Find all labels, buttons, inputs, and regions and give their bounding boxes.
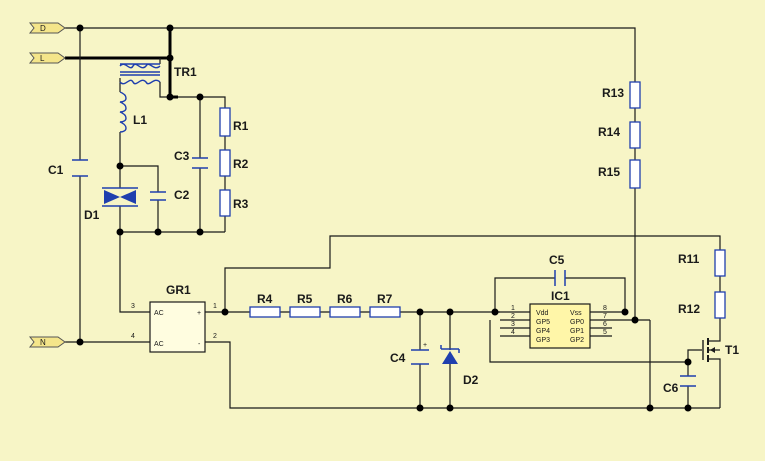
- ic1-pin-vdd: Vdd: [536, 310, 549, 317]
- c6-label: C6: [663, 381, 679, 395]
- terminal-d[interactable]: D: [28, 22, 66, 34]
- resistor-r11: [714, 249, 726, 277]
- capacitor-c1: [72, 159, 88, 177]
- terminal-d-label: D: [40, 24, 46, 33]
- wire-l-rail: [65, 56, 178, 99]
- capacitor-c3: [192, 157, 208, 169]
- l1-label: L1: [133, 113, 147, 127]
- ic1-pin-num-1: 1: [511, 305, 515, 312]
- ic1-pin-gp0: GP0: [570, 319, 584, 326]
- c3-label: C3: [174, 149, 190, 163]
- resistor-r7: [369, 306, 401, 318]
- resistor-r2: [219, 149, 231, 177]
- ic1-pin-num-8: 8: [603, 305, 607, 312]
- wire-ic-left-pins: [500, 319, 530, 337]
- wire-tr1-out: [178, 96, 226, 108]
- microcontroller-ic1: Vdd GP5 GP4 GP3 Vss GP0 GP1 GP2 1 2 3 4 …: [511, 303, 607, 349]
- ic1-pin-num-2: 2: [511, 313, 515, 320]
- wire-d1-to-gr1: [119, 206, 150, 313]
- capacitor-c2: [150, 191, 166, 201]
- gr1-pin4: 4: [131, 333, 135, 340]
- resistor-r3: [219, 189, 231, 217]
- r11-label: R11: [678, 252, 700, 266]
- d1-label: D1: [84, 208, 100, 222]
- t1-label: T1: [725, 343, 739, 357]
- mosfet-t1: [702, 332, 721, 368]
- gr1-ac-top: AC: [154, 310, 164, 317]
- resistor-r4: [249, 306, 281, 318]
- capacitor-c4: +: [411, 342, 429, 365]
- wire-ic-right-pins: [590, 311, 650, 337]
- c4-label: C4: [390, 351, 406, 365]
- ic1-pin-num-3: 3: [511, 321, 515, 328]
- gr1-plus: +: [197, 310, 201, 317]
- ic1-pin-num-5: 5: [603, 329, 607, 336]
- diac-d1: [102, 187, 138, 207]
- ic1-pin-gp2: GP2: [570, 337, 584, 344]
- gr1-ac-bottom: AC: [154, 341, 164, 348]
- ic1-pin-num-7: 7: [603, 313, 607, 320]
- gr1-pin2: 2: [213, 333, 217, 340]
- capacitor-c5: [554, 270, 566, 286]
- r15-label: R15: [598, 165, 620, 179]
- c1-label: C1: [48, 163, 64, 177]
- terminal-n[interactable]: N: [28, 336, 66, 348]
- ic1-pin-num-6: 6: [603, 321, 607, 328]
- ic1-label: IC1: [551, 289, 570, 303]
- r5-label: R5: [297, 292, 313, 306]
- wire-bottom-rail: [205, 341, 720, 409]
- ic1-pin-gp3: GP3: [536, 337, 550, 344]
- terminal-n-label: N: [40, 338, 46, 347]
- ic1-pin-num-4: 4: [511, 329, 515, 336]
- resistor-r14: [629, 121, 641, 149]
- tr1-label: TR1: [174, 65, 197, 79]
- bridge-rectifier-gr1: AC AC + - 1 2 3 4: [131, 301, 217, 353]
- r4-label: R4: [257, 292, 273, 306]
- r14-label: R14: [598, 125, 620, 139]
- gr1-label: GR1: [166, 283, 191, 297]
- r7-label: R7: [377, 292, 393, 306]
- gr1-pin1: 1: [213, 303, 217, 310]
- r1-label: R1: [233, 119, 249, 133]
- resistor-r5: [289, 306, 321, 318]
- terminal-l[interactable]: L: [28, 52, 66, 64]
- resistor-r15: [629, 159, 641, 189]
- gr1-minus: -: [198, 341, 201, 348]
- ic1-pin-gp5: GP5: [536, 319, 550, 326]
- resistor-r13: [629, 81, 641, 109]
- resistor-r6: [329, 306, 361, 318]
- d2-label: D2: [463, 373, 479, 387]
- wire-c5-loop: [494, 277, 626, 313]
- ic1-pin-vss: Vss: [570, 310, 582, 317]
- junction-dots: [76, 24, 692, 412]
- zener-d2: [440, 345, 460, 364]
- terminal-l-label: L: [40, 54, 45, 63]
- resistor-r12: [714, 291, 726, 319]
- gr1-pin3: 3: [131, 303, 135, 310]
- r13-label: R13: [602, 86, 624, 100]
- c2-label: C2: [174, 188, 190, 202]
- resistor-r1: [219, 107, 231, 137]
- r6-label: R6: [337, 292, 353, 306]
- transformer-tr1: [119, 63, 170, 98]
- wire-gate-drive: [489, 320, 702, 363]
- r12-label: R12: [678, 302, 700, 316]
- r2-label: R2: [233, 157, 249, 171]
- ic1-pin-gp1: GP1: [570, 328, 584, 335]
- c4-polarity: +: [423, 342, 427, 349]
- c5-label: C5: [549, 253, 565, 267]
- wire-d-rail: [65, 27, 636, 82]
- r3-label: R3: [233, 197, 249, 211]
- ic1-pin-gp4: GP4: [536, 328, 550, 335]
- wire-top-loop: [224, 235, 721, 312]
- inductor-l1: [119, 91, 127, 133]
- wire-c2-top: [120, 165, 159, 192]
- capacitor-c6: [680, 375, 696, 387]
